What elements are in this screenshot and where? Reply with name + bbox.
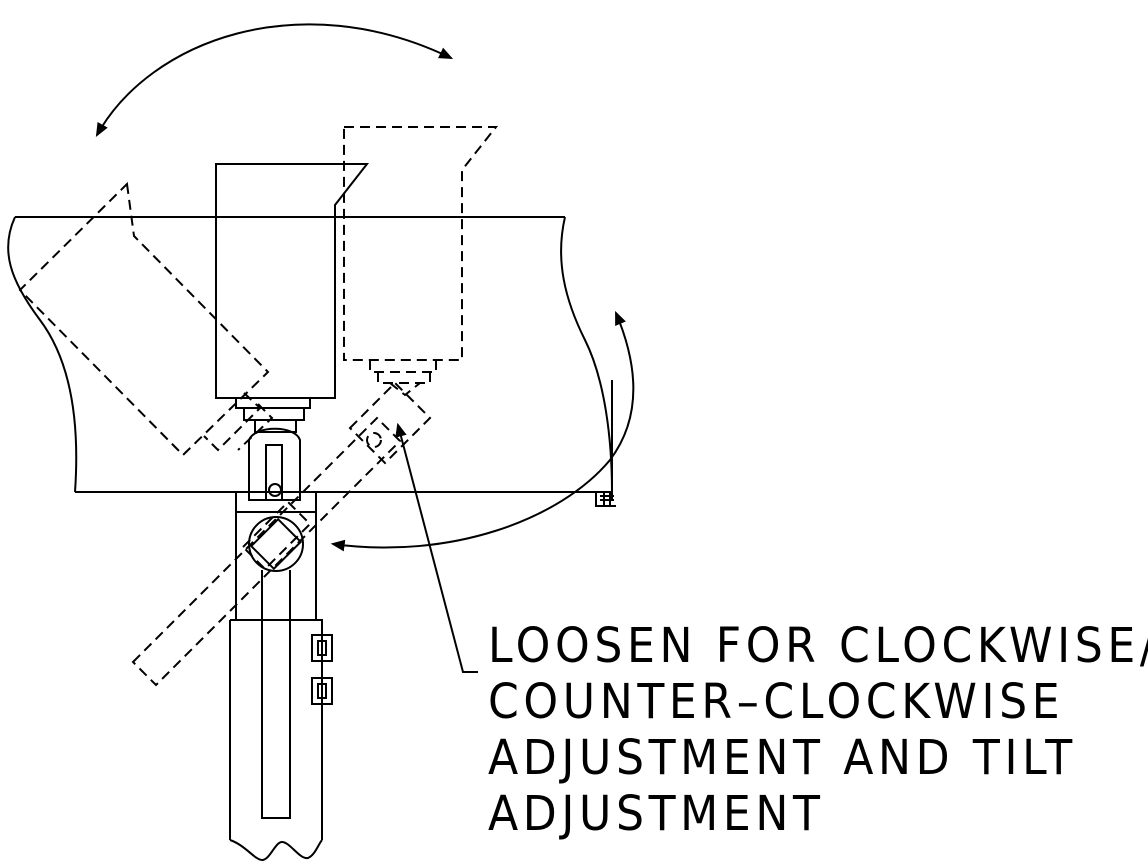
tool-block-solid [215, 163, 370, 433]
callout-line-3: ADJUSTMENT AND TILT [488, 730, 1077, 786]
callout-line-1: LOOSEN FOR CLOCKWISE/ [488, 618, 1148, 674]
edge-clamp [595, 492, 616, 507]
callout-line-4: ADJUSTMENT [488, 786, 825, 842]
callout-line-2: COUNTER–CLOCKWISE [488, 674, 1065, 730]
rotation-arrow-icon [95, 23, 454, 138]
post-assembly [229, 427, 333, 861]
tool-block-dashed-left [18, 181, 274, 457]
tilt-arrow-icon [330, 310, 635, 552]
leader-arrow-icon [395, 422, 478, 673]
callout-label: LOOSEN FOR CLOCKWISE/ COUNTER–CLOCKWISE … [488, 618, 1148, 842]
tool-block-dashed-right [343, 126, 499, 397]
bench-outline [7, 216, 613, 500]
